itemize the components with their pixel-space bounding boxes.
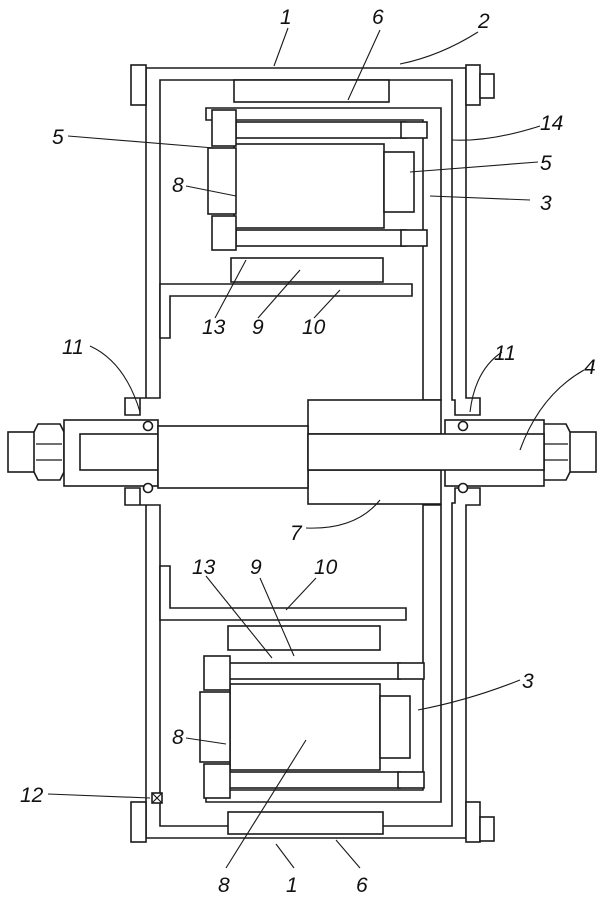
label-13-lower: 13 bbox=[192, 556, 216, 579]
label-11-left: 11 bbox=[62, 336, 84, 359]
label-2: 2 bbox=[477, 10, 490, 33]
label-10-upper: 10 bbox=[302, 316, 326, 339]
shaft-assembly bbox=[8, 420, 596, 493]
label-6-bottom: 6 bbox=[356, 874, 368, 897]
label-6-top: 6 bbox=[372, 6, 384, 29]
label-12: 12 bbox=[20, 784, 44, 807]
label-10-lower: 10 bbox=[314, 556, 338, 579]
upper-stator-assembly bbox=[160, 108, 441, 400]
label-4: 4 bbox=[584, 356, 596, 379]
label-8-bottom: 8 bbox=[218, 874, 230, 897]
label-3-lower: 3 bbox=[522, 670, 534, 693]
label-8-upper: 8 bbox=[172, 174, 184, 197]
label-9-lower: 9 bbox=[250, 556, 262, 579]
label-13-upper: 13 bbox=[202, 316, 226, 339]
label-14: 14 bbox=[540, 112, 563, 135]
lower-stator-assembly bbox=[152, 505, 441, 803]
label-3-upper: 3 bbox=[540, 192, 552, 215]
label-11-right: 11 bbox=[494, 342, 516, 365]
label-5-right: 5 bbox=[540, 152, 552, 175]
label-8-lower: 8 bbox=[172, 726, 184, 749]
label-1-top: 1 bbox=[280, 6, 292, 29]
label-5-left: 5 bbox=[52, 126, 64, 149]
label-9-upper: 9 bbox=[252, 316, 264, 339]
label-7: 7 bbox=[290, 522, 303, 545]
label-1-bottom: 1 bbox=[286, 874, 298, 897]
